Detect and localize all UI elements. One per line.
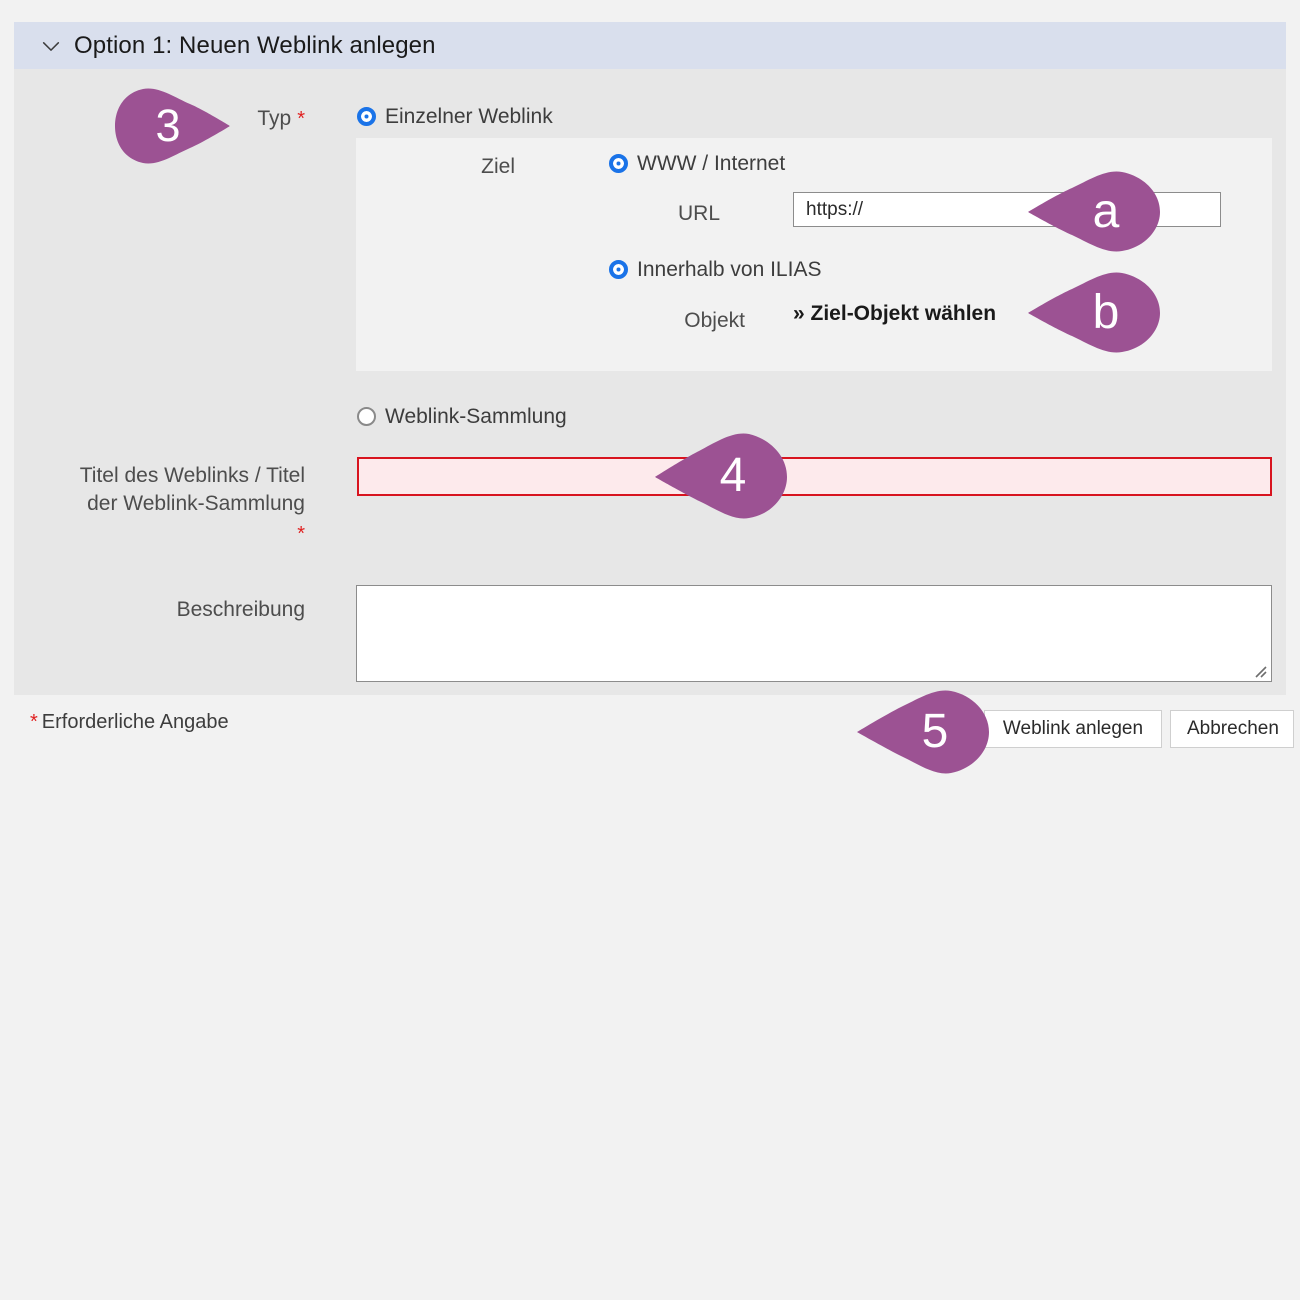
radio-einzelner-weblink-indicator[interactable] — [357, 107, 376, 126]
required-note-star: * — [30, 711, 38, 733]
callout-marker-b — [1028, 272, 1160, 353]
submit-button[interactable]: Weblink anlegen — [984, 710, 1162, 748]
callout-marker-4 — [655, 433, 787, 519]
titel-input[interactable] — [357, 457, 1272, 496]
url-label: URL — [677, 202, 720, 225]
chevron-down-icon[interactable] — [40, 35, 62, 57]
typ-label: Typ* — [257, 107, 305, 130]
panel-header[interactable]: Option 1: Neuen Weblink anlegen — [14, 22, 1286, 69]
titel-label: Titel des Weblinks / Titel der Weblink-S… — [30, 462, 305, 548]
required-note: *Erforderliche Angabe — [30, 712, 229, 732]
radio-www-internet-label: WWW / Internet — [637, 152, 786, 175]
radio-einzelner-weblink[interactable]: Einzelner Weblink — [357, 106, 553, 127]
required-note-text: Erforderliche Angabe — [41, 711, 229, 733]
beschreibung-textarea[interactable] — [356, 585, 1272, 682]
callout-marker-5 — [857, 690, 989, 774]
radio-innerhalb-ilias[interactable]: Innerhalb von ILIAS — [609, 259, 821, 280]
page-title: Option 1: Neuen Weblink anlegen — [74, 31, 436, 59]
ziel-objekt-waehlen-link[interactable]: » Ziel-Objekt wählen — [793, 302, 997, 325]
radio-innerhalb-ilias-indicator[interactable] — [609, 260, 628, 279]
radio-www-internet[interactable]: WWW / Internet — [609, 153, 785, 174]
callout-marker-a — [1028, 171, 1160, 252]
radio-www-internet-indicator[interactable] — [609, 154, 628, 173]
typ-required-star: * — [297, 108, 305, 130]
radio-einzelner-weblink-label: Einzelner Weblink — [385, 105, 553, 128]
callout-marker-3 — [115, 88, 230, 164]
objekt-label: Objekt — [684, 309, 745, 332]
ziel-label: Ziel — [481, 155, 515, 178]
radio-weblink-sammlung-indicator[interactable] — [357, 407, 376, 426]
cancel-button[interactable]: Abbrechen — [1170, 710, 1294, 748]
radio-innerhalb-ilias-label: Innerhalb von ILIAS — [637, 258, 822, 281]
titel-required-star: * — [297, 523, 305, 546]
radio-weblink-sammlung-label: Weblink-Sammlung — [385, 405, 567, 428]
beschreibung-label: Beschreibung — [176, 598, 305, 621]
radio-weblink-sammlung[interactable]: Weblink-Sammlung — [357, 406, 567, 427]
